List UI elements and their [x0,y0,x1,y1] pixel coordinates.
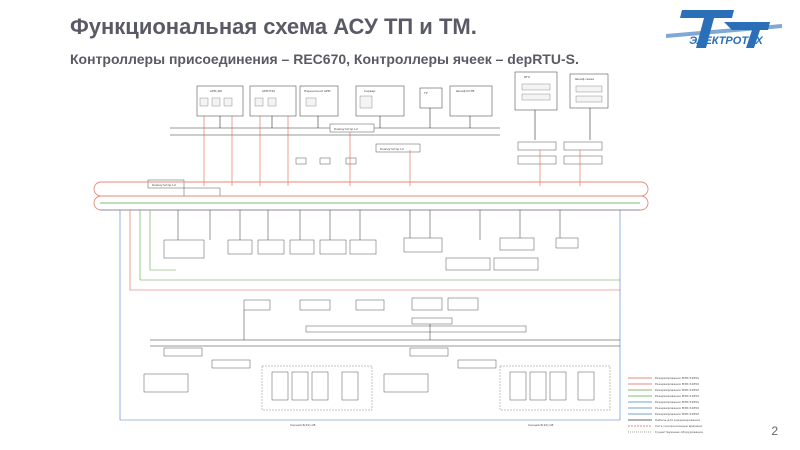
core-switches [147,123,603,197]
middle-bus-lines [150,310,620,347]
legend-item: Существующее оборудование [655,430,703,434]
svg-text:Переносной АРМ: Переносной АРМ [304,89,331,93]
legend-item: Резервирование МЭК 61850 [655,388,699,392]
section-frames [261,365,611,411]
slide-title: Функциональная схема АСУ ТП и ТМ. [70,14,477,39]
svg-text:Сервер: Сервер [364,89,375,93]
distribution-lines [119,210,621,421]
svg-text:Коммутатор L2: Коммутатор L2 [380,147,404,151]
controller-row [163,237,579,271]
legend: Резервирование МЭК 61850 Резервирование … [628,376,703,434]
svg-text:RTU: RTU [524,75,530,79]
legend-item: Резервирование МЭК 61850 [655,400,699,404]
svg-text:Шкаф КСТВ: Шкаф КСТВ [456,89,475,93]
company-logo: ЭЛЕКТРОТЕХ [666,10,782,48]
legend-item: Резервирование МЭК 61850 [655,394,699,398]
svg-text:ТУ: ТУ [423,91,428,95]
legend-item: Резервирование МЭК 61850 [655,406,699,410]
lower-switches [163,347,497,369]
page-number: 2 [771,424,778,438]
legend-item: Резервирование МЭК 61850 [655,382,699,386]
ring-bus [93,181,649,211]
middle-bus-row [243,297,527,333]
logo-text: ЭЛЕКТРОТЕХ [689,35,763,47]
red-links [203,116,581,186]
ring-drops [177,210,561,240]
svg-text:Коммутатор L2: Коммутатор L2 [152,183,176,187]
svg-text:АРМ ДО: АРМ ДО [210,89,223,93]
core-switch-labels: Коммутатор L2 Коммутатор L2 Коммутатор L… [152,127,404,187]
section-labels: Секция 6(10) кВ Секция 6(10) кВ [290,423,553,427]
lower-devices-right [383,371,595,401]
svg-text:Коммутатор L2: Коммутатор L2 [334,127,358,131]
top-inner-devices [199,83,603,109]
logo-mark [666,10,782,48]
svg-text:АРМ РЗА: АРМ РЗА [262,89,276,93]
legend-item: Кабель для резервирования [655,418,700,422]
legend-swatches [628,377,652,433]
svg-text:Секция 6(10) кВ: Секция 6(10) кВ [290,423,315,427]
legend-item: Сеть синхронизации времени [655,424,702,428]
top-equipment-labels: АРМ ДО АРМ РЗА Переносной АРМ Сервер ТУ … [210,75,594,95]
svg-text:Шкаф связи: Шкаф связи [575,77,594,81]
slide-subtitle: Контроллеры присоединения – REC670, Конт… [70,51,579,67]
legend-item: Резервирование МЭК 61850 [655,412,699,416]
svg-text:Секция 6(10) кВ: Секция 6(10) кВ [528,423,553,427]
lower-devices-left [143,371,359,401]
legend-item: Резервирование МЭК 61850 [655,376,699,380]
